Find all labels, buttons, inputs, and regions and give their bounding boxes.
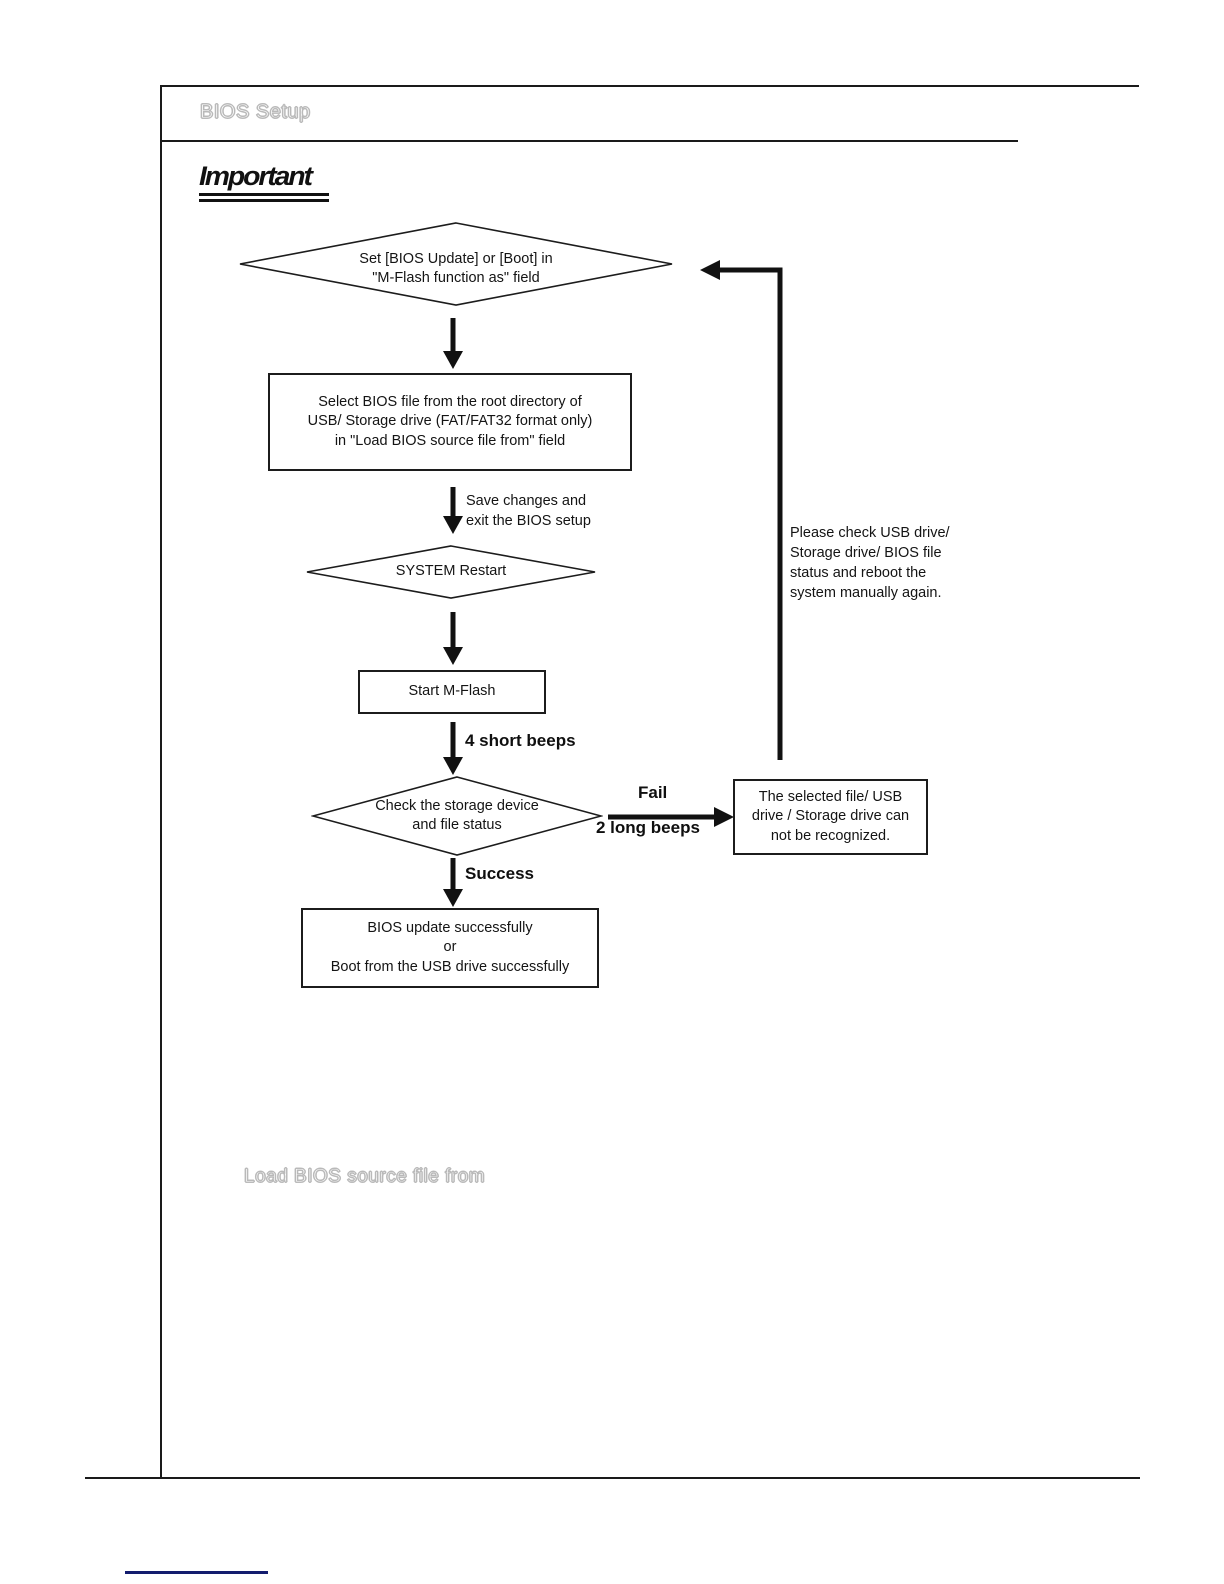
page-top-rule [160,85,1139,87]
node-start-mflash: Start M-Flash [358,670,546,714]
edge-label-four-short-beeps: 4 short beeps [465,731,576,750]
header-underline [162,140,1018,142]
ghost-field-label: Load BIOS source file from [243,1166,486,1188]
node-system-restart-label: SYSTEM Restart [395,563,507,579]
node-system-restart-shape [305,544,597,600]
node-fail-result: The selected file/ USB drive / Storage d… [733,779,928,855]
edge-label-fail: Fail [638,783,668,802]
arrow-select-to-restart [441,487,465,535]
node-set-mflash-label: Set [BIOS Update] or [Boot] in "M-Flash … [359,251,553,287]
edge-label-save-exit: Save changes and exit the BIOS setup [466,493,591,529]
node-check-storage-shape [311,775,603,857]
important-rule-1 [199,193,329,196]
node-check-storage-label: Check the storage device and file status [375,798,539,834]
edge-label-success: Success [465,864,534,883]
page-left-rule [160,85,162,1478]
node-success-result-label: BIOS update successfully or Boot from th… [330,920,570,975]
feedback-loop-arrow [698,260,794,764]
important-badge: Important [199,163,329,202]
arrow-start-to-check [441,722,465,776]
important-label: Important [199,161,313,191]
arrow-check-to-success [441,858,465,908]
arrow-set-to-select [441,318,465,370]
footer-accent-rule [125,1571,268,1574]
arrow-restart-to-start-mflash [441,612,465,666]
page-bottom-rule [85,1477,1140,1479]
retry-note: Please check USB drive/ Storage drive/ B… [790,525,950,601]
node-fail-result-label: The selected file/ USB drive / Storage d… [751,789,910,844]
node-select-bios-file-label: Select BIOS file from the root directory… [307,394,593,449]
page-title: BIOS Setup [200,101,311,124]
node-success-result: BIOS update successfully or Boot from th… [301,908,599,988]
node-set-mflash-shape [238,221,674,307]
important-rule-2 [199,199,329,202]
arrow-check-to-fail [608,805,736,829]
edge-label-two-long-beeps: 2 long beeps [596,818,700,837]
node-select-bios-file: Select BIOS file from the root directory… [268,373,632,471]
node-start-mflash-label: Start M-Flash [408,683,496,700]
